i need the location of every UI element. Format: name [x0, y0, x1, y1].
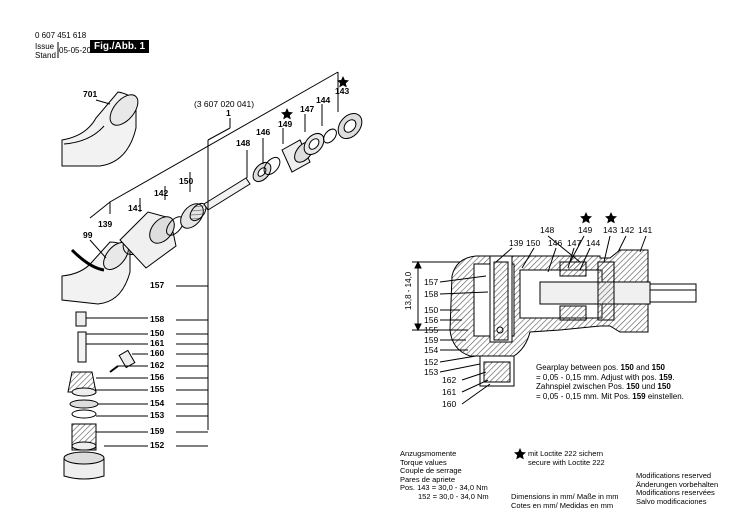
left-column-label-11: 152: [150, 440, 164, 450]
label-143: 143: [335, 86, 349, 96]
loctite-star-icon: [580, 212, 592, 224]
label-147: 147: [300, 104, 314, 114]
section-left-label-7: 152: [424, 357, 438, 367]
section-left-label-0: 157: [424, 277, 438, 287]
loctite-star-icon: [605, 212, 617, 224]
gearplay-note: Gearplay between pos. 150 and 150 = 0,05…: [536, 363, 684, 401]
section-bottom-label-0: 162: [442, 375, 456, 385]
label-146: 146: [256, 127, 270, 137]
section-bottom-label-1: 161: [442, 387, 456, 397]
left-column-label-6: 156: [150, 372, 164, 382]
section-housing: [449, 249, 697, 387]
label-150: 150: [179, 176, 193, 186]
section-top-label-3: 147: [567, 238, 581, 248]
section-label-141: 141: [638, 225, 652, 235]
elbow-housing-701: [61, 91, 139, 167]
left-column-label-10: 159: [150, 426, 164, 436]
section-bottom-label-2: 160: [442, 399, 456, 409]
label-99: 99: [83, 230, 93, 240]
section-left-label-1: 158: [424, 289, 438, 299]
issue-date: 05-05-20: [59, 46, 92, 55]
left-column-label-4: 160: [150, 348, 164, 358]
label-144: 144: [316, 95, 330, 105]
figure-label: Fig./Abb. 1: [90, 40, 150, 53]
loctite-note: mit Loctite 222 sichern secure with Loct…: [528, 449, 605, 467]
section-left-label-2: 150: [424, 305, 438, 315]
section-left-label-6: 154: [424, 345, 438, 355]
section-top-label-4: 144: [586, 238, 600, 248]
section-label-148: 148: [540, 225, 554, 235]
left-column-label-8: 154: [150, 398, 164, 408]
left-column-label-3: 161: [150, 338, 164, 348]
left-column-label-0: 157: [150, 280, 164, 290]
label-149: 149: [278, 119, 292, 129]
left-column-label-5: 162: [150, 360, 164, 370]
label-1: 1: [226, 108, 231, 118]
dimensions-note: Dimensions in mm/ Maße in mm Cotes en mm…: [511, 492, 619, 510]
label-139: 139: [98, 219, 112, 229]
stand-label: Stand: [35, 51, 56, 60]
part-number: 0 607 451 618: [35, 31, 87, 40]
dimension-label: 13,8 - 14,0: [404, 271, 413, 310]
section-label-143: 143: [603, 225, 617, 235]
loctite-star-icon: [337, 76, 349, 88]
section-top-label-2: 146: [548, 238, 562, 248]
section-top-label-1: 150: [526, 238, 540, 248]
section-top-label-0: 139: [509, 238, 523, 248]
issue-label: Issue: [35, 42, 55, 51]
section-left-label-5: 159: [424, 335, 438, 345]
loctite-star-icon: [281, 108, 293, 120]
section-left-label-4: 155: [424, 325, 438, 335]
left-column-label-9: 153: [150, 410, 164, 420]
left-column-label-1: 158: [150, 314, 164, 324]
section-label-142: 142: [620, 225, 634, 235]
section-left-label-8: 153: [424, 367, 438, 377]
torque-values: Anzugsmomente Torque values Couple de se…: [400, 449, 489, 501]
label-148: 148: [236, 138, 250, 148]
left-column-label-2: 150: [150, 328, 164, 338]
label-141: 141: [128, 203, 142, 213]
label-701: 701: [83, 89, 97, 99]
section-left-label-3: 156: [424, 315, 438, 325]
label-142: 142: [154, 188, 168, 198]
loctite-star-icon: [514, 448, 526, 460]
left-column-label-7: 155: [150, 384, 164, 394]
section-label-149: 149: [578, 225, 592, 235]
assembly-number: (3 607 020 041): [194, 99, 254, 109]
modifications-note: Modifications reserved Änderungen vorbeh…: [636, 471, 719, 506]
